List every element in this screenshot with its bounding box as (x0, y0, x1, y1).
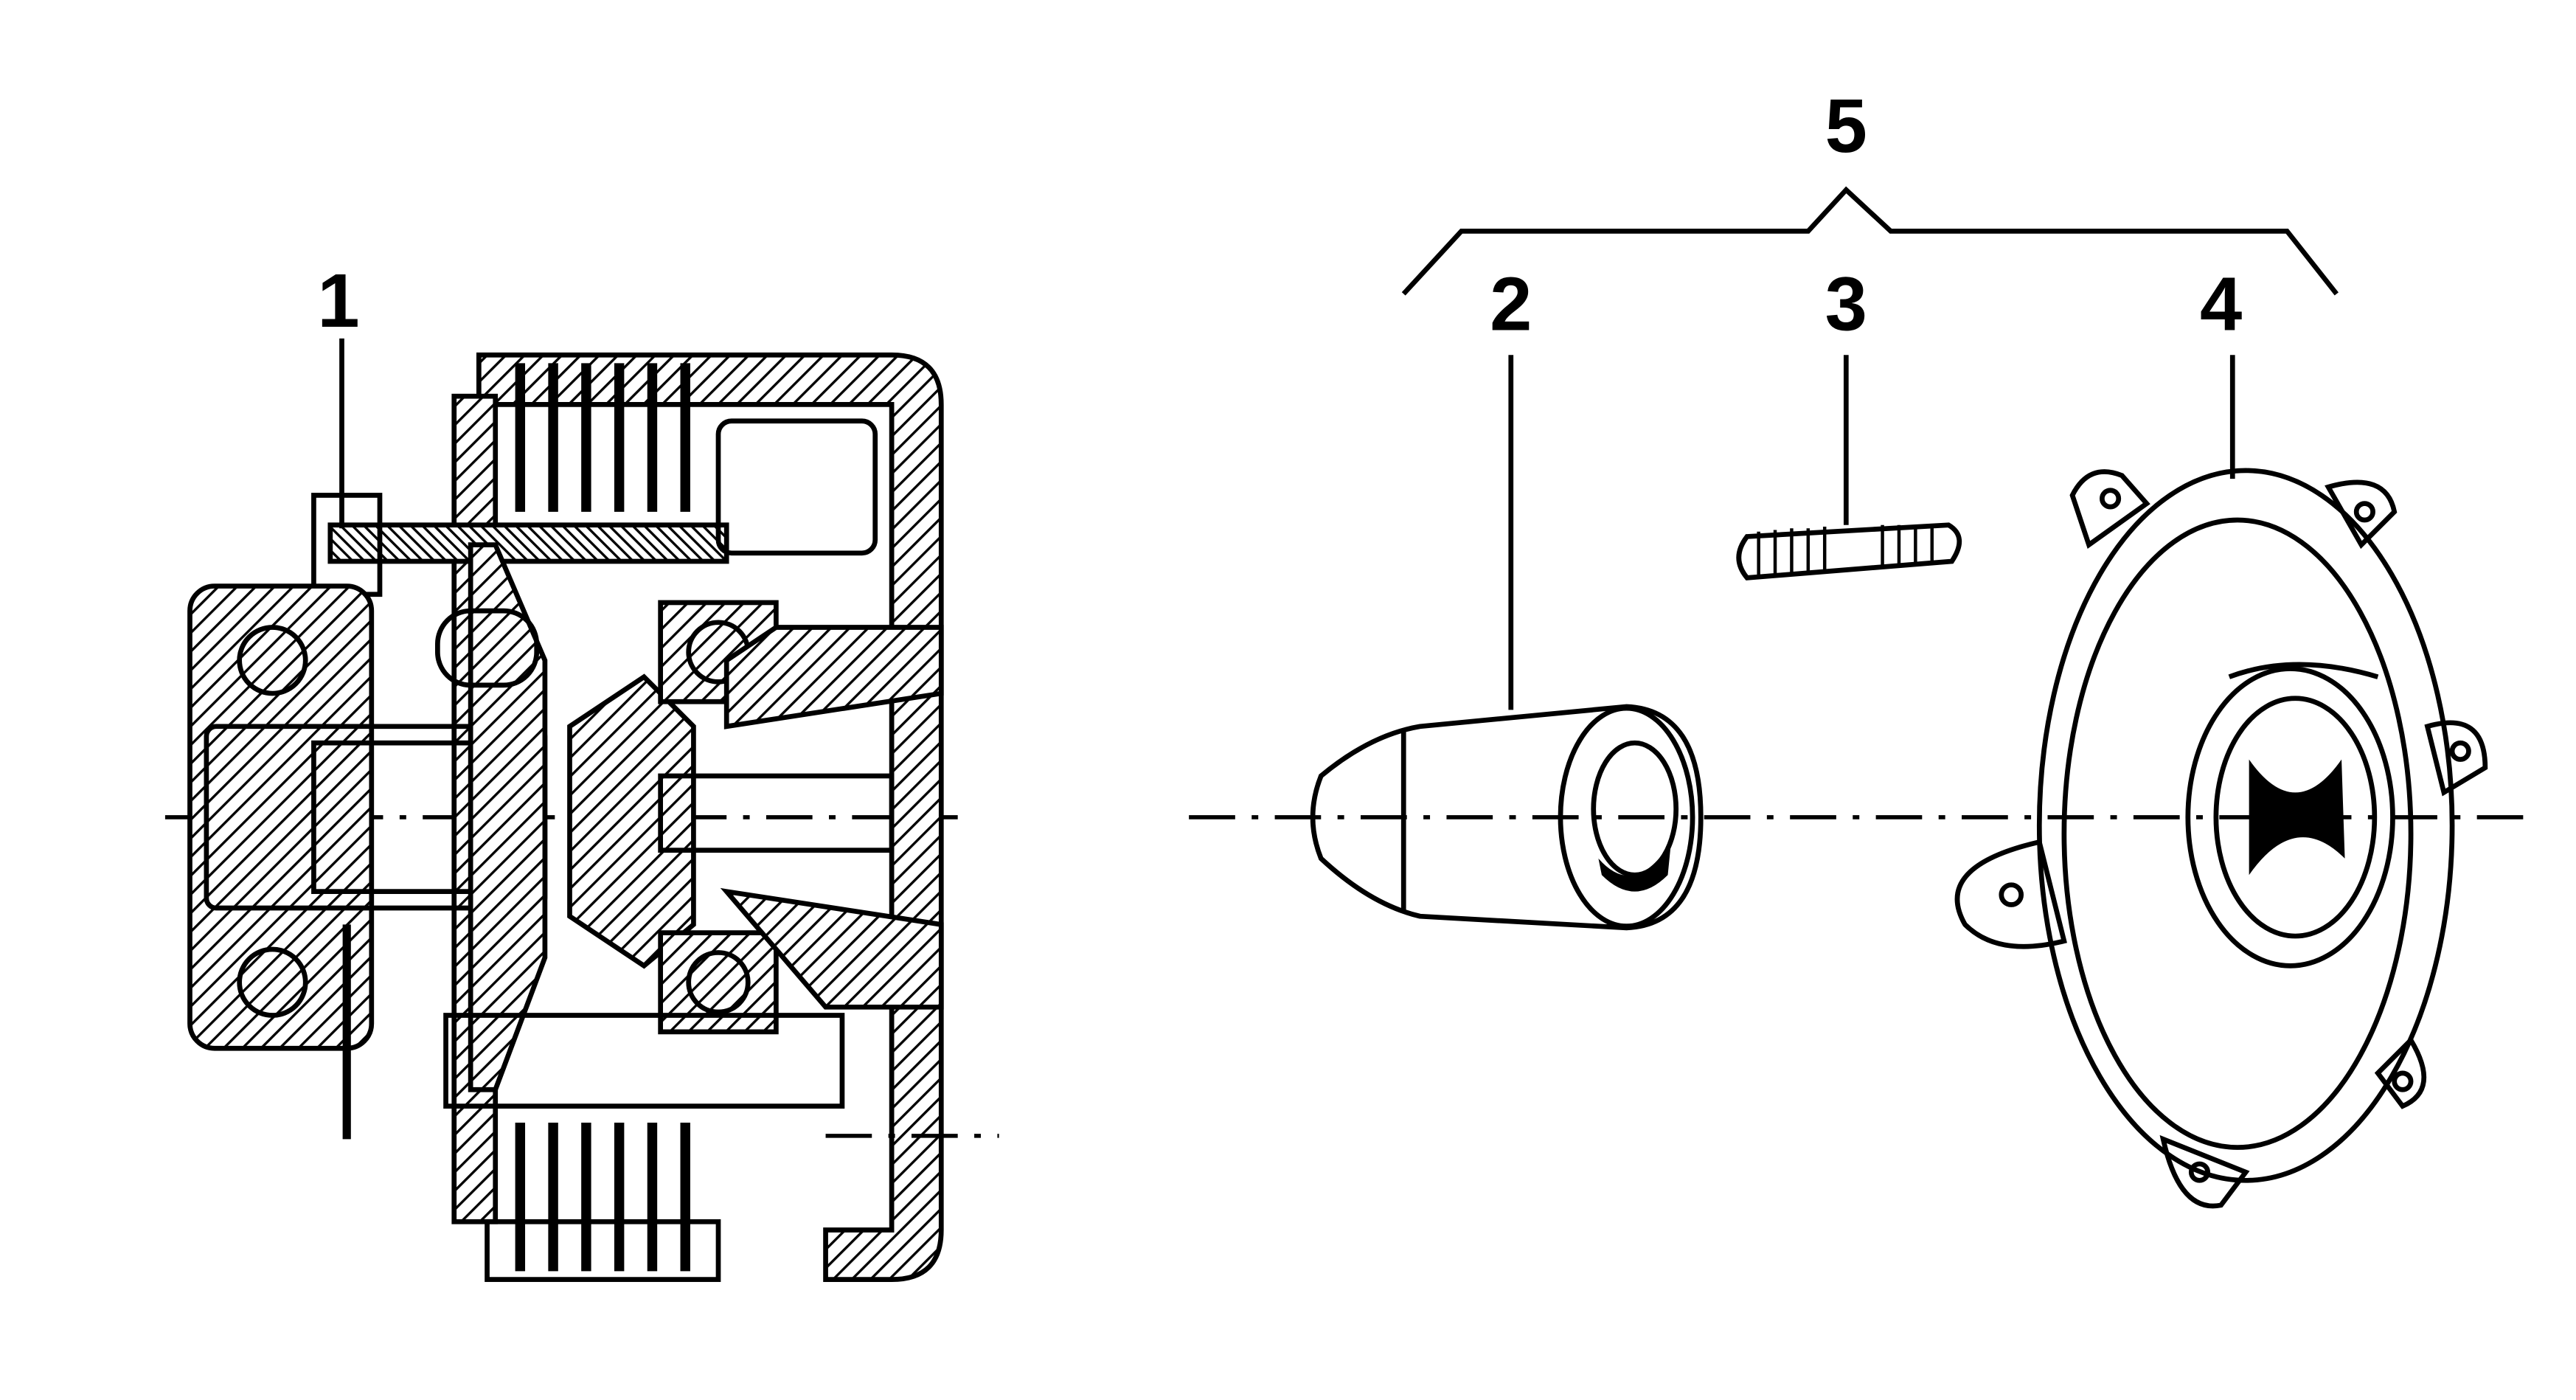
sectional-assembly-drawing (187, 352, 999, 1282)
callout-label-3: 3 (1825, 262, 1867, 347)
group-brace (1401, 186, 2339, 296)
callout-label-4: 4 (2200, 262, 2242, 347)
part-2-conical-sleeve (1310, 704, 1704, 931)
callout-label-2: 2 (1490, 262, 1532, 347)
part-4-flanged-cover (1954, 468, 2488, 1209)
callout-label-5: 5 (1825, 83, 1867, 168)
part-3-threaded-stud (1736, 522, 1962, 581)
callout-label-1: 1 (317, 258, 359, 343)
